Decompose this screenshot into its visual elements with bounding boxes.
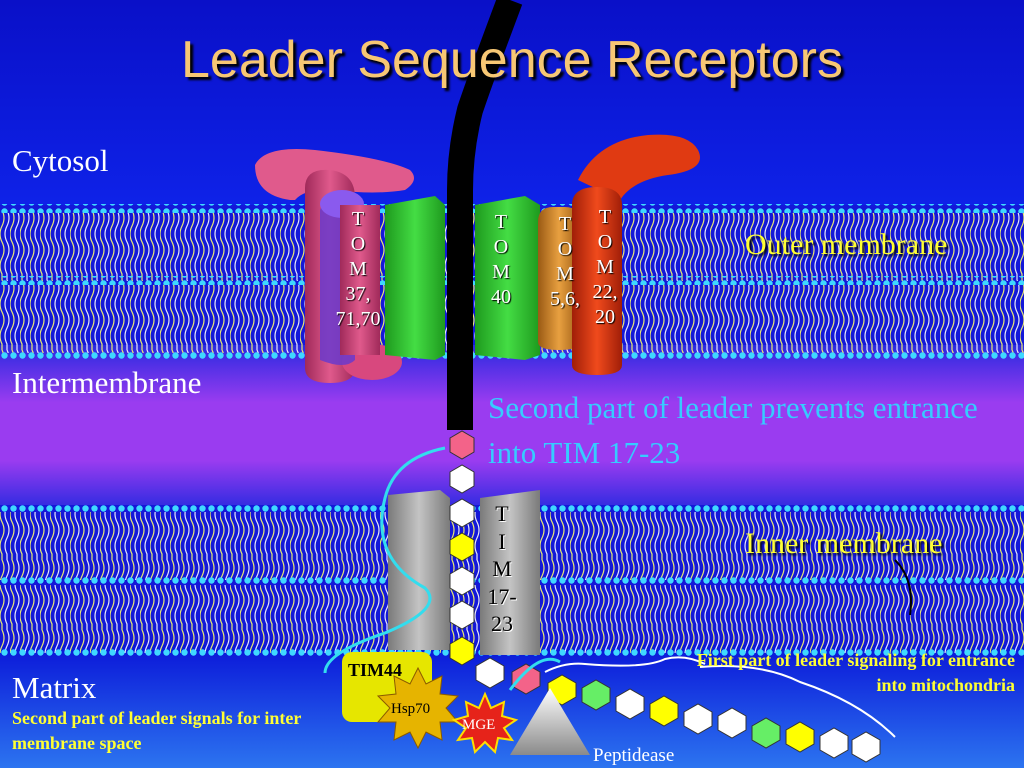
label-matrix: Matrix (12, 670, 97, 705)
hsp70-label: Hsp70 (391, 701, 431, 717)
mge-burst (451, 691, 519, 755)
tim44-label: TIM44 (348, 660, 402, 680)
tom40-channel-left (385, 196, 445, 360)
page-title: Leader Sequence Receptors (180, 31, 843, 89)
brace-first-part (544, 656, 706, 673)
note-second-part-signals: Second part of leader signals for inter … (12, 708, 301, 754)
label-outer-membrane: Outer membrane (745, 228, 948, 261)
label-cytosol: Cytosol (12, 143, 109, 178)
tom22-head (578, 134, 700, 200)
leader-sequence-chain (447, 0, 523, 430)
pointer-curve-left (323, 446, 446, 674)
tim1723-right (480, 490, 540, 655)
label-intermembrane: Intermembrane (12, 365, 202, 400)
note-first-part-signaling: First part of leader signaling for entra… (696, 650, 1015, 696)
peptide-chain (449, 430, 881, 763)
note-second-part-prevents: Second part of leader prevents entrance … (488, 390, 978, 470)
tom56-receptor (538, 207, 580, 350)
hsp70-burst (376, 666, 460, 750)
tom40-channel-right (475, 196, 540, 360)
tim1723-left (388, 490, 450, 650)
label-inner-membrane: Inner membrane (745, 527, 943, 560)
peptidase-triangle (510, 688, 590, 755)
mge-label: MGE (462, 717, 496, 733)
tom22-receptor (572, 187, 622, 375)
peptidase-label: Peptidease (593, 745, 675, 766)
